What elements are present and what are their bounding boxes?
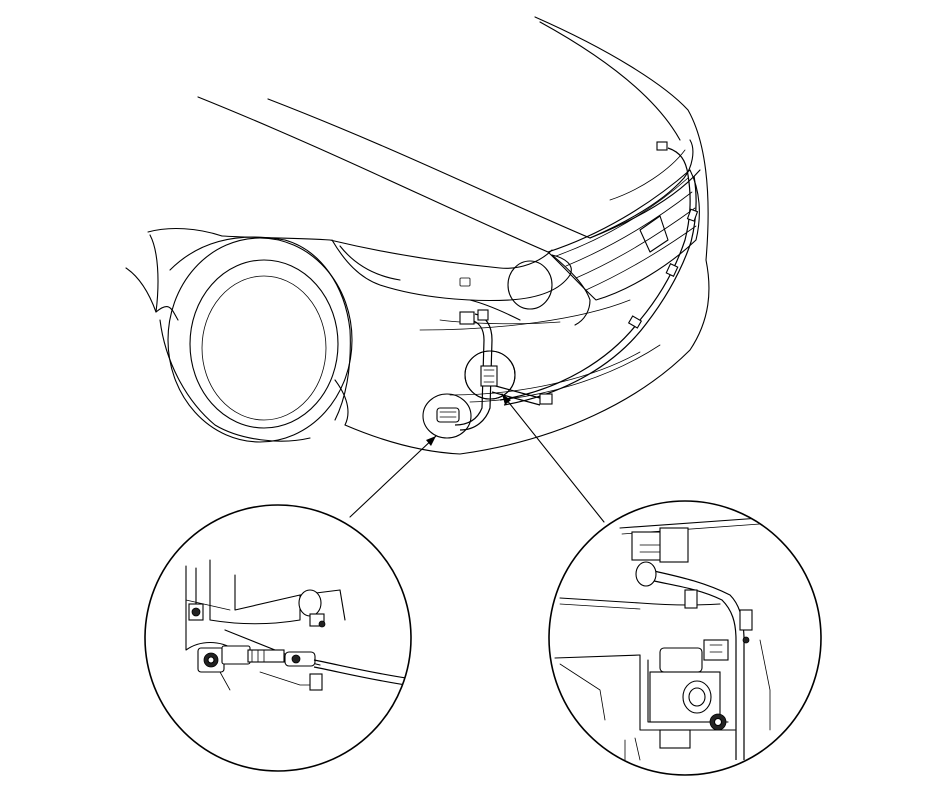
vehicle-front-outline — [125, 16, 710, 455]
detail-view-right — [548, 500, 822, 776]
callout-arrow-right — [501, 393, 605, 523]
headlight — [331, 239, 591, 326]
detail-view-left — [144, 504, 412, 772]
callout-arrow-left — [349, 435, 437, 518]
front-grille — [547, 149, 700, 301]
front-wheel — [159, 236, 353, 443]
hose-assembly — [422, 141, 699, 439]
